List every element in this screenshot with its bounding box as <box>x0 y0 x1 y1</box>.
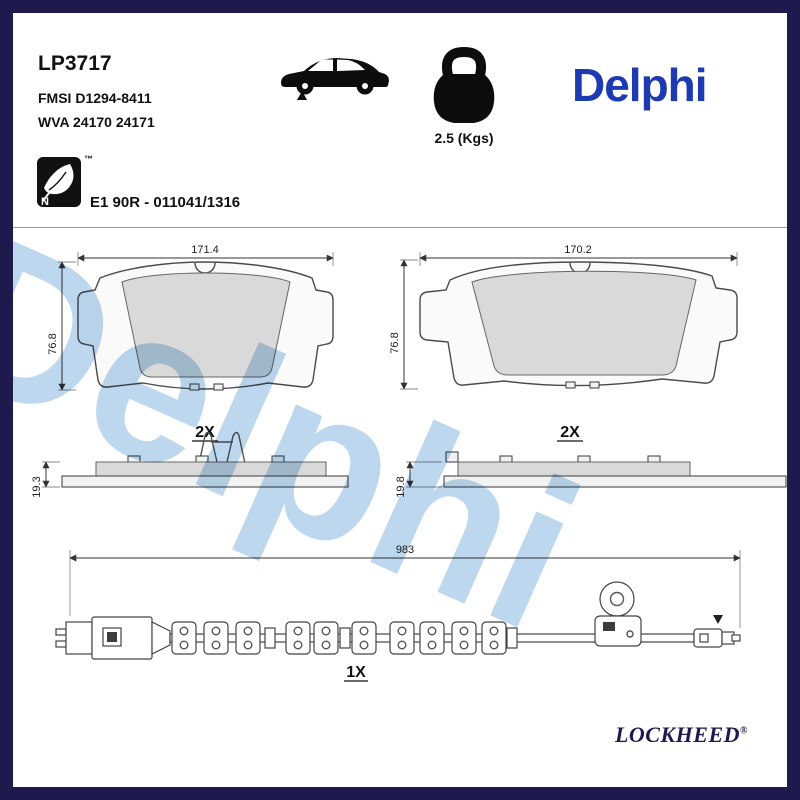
sensor-plug <box>65 621 93 655</box>
eco-letter: N <box>41 196 49 208</box>
friction-side-left <box>95 461 327 477</box>
qty-pad-left: 2X <box>195 424 215 441</box>
sensor-housing <box>91 616 153 660</box>
friction-material-right <box>471 270 697 376</box>
dim-height-left: 76.8 <box>47 333 59 354</box>
part-number: LP3717 <box>38 52 112 75</box>
registered-symbol: ® <box>740 725 748 737</box>
lockheed-wordmark: LOCKHEED <box>614 722 741 747</box>
cable-clips <box>171 621 507 655</box>
technical-drawing: 171.4 76.8 2X 19.3 <box>31 244 787 682</box>
pad-left-side-view: 19.3 <box>31 431 349 498</box>
car-icon <box>281 58 389 100</box>
dim-height-right: 76.8 <box>389 332 401 353</box>
header-divider <box>13 227 787 228</box>
wear-sensor-drawing: 983 <box>55 544 741 682</box>
homologation-number: E1 90R - 011041/1316 <box>90 194 241 211</box>
qty-sensor: 1X <box>346 664 366 681</box>
pad-right-front-view: 170.2 76.8 2X <box>389 244 738 442</box>
lockheed-logo: LOCKHEED® <box>615 722 748 748</box>
dim-width-right: 170.2 <box>564 244 592 256</box>
wva-code: WVA 24170 24171 <box>38 114 155 130</box>
backplate-side-left <box>61 475 349 488</box>
orientation-marker-icon <box>713 615 723 624</box>
dim-thickness-left: 19.3 <box>31 476 43 497</box>
sensor-head <box>594 581 642 647</box>
friction-side-right <box>457 461 691 477</box>
pad-right-side-view: 19.8 <box>395 451 787 498</box>
delphi-logo: Delphi <box>572 59 708 111</box>
qty-pad-right: 2X <box>560 424 580 441</box>
fmsi-code: FMSI D1294-8411 <box>38 90 152 106</box>
dim-width-left: 171.4 <box>191 244 219 256</box>
dim-thickness-right: 19.8 <box>395 476 407 497</box>
friction-material-left <box>121 272 291 378</box>
front-axle-marker-icon <box>297 91 307 100</box>
eco-leaf-icon: N <box>37 157 81 208</box>
backplate-side-right <box>443 475 787 488</box>
weight-icon <box>433 46 495 123</box>
pad-left-front-view: 171.4 76.8 2X <box>47 244 334 442</box>
trademark-symbol: ™ <box>84 154 93 164</box>
weight-value: 2.5 (Kgs) <box>434 130 494 146</box>
dim-sensor-length: 983 <box>396 544 414 556</box>
